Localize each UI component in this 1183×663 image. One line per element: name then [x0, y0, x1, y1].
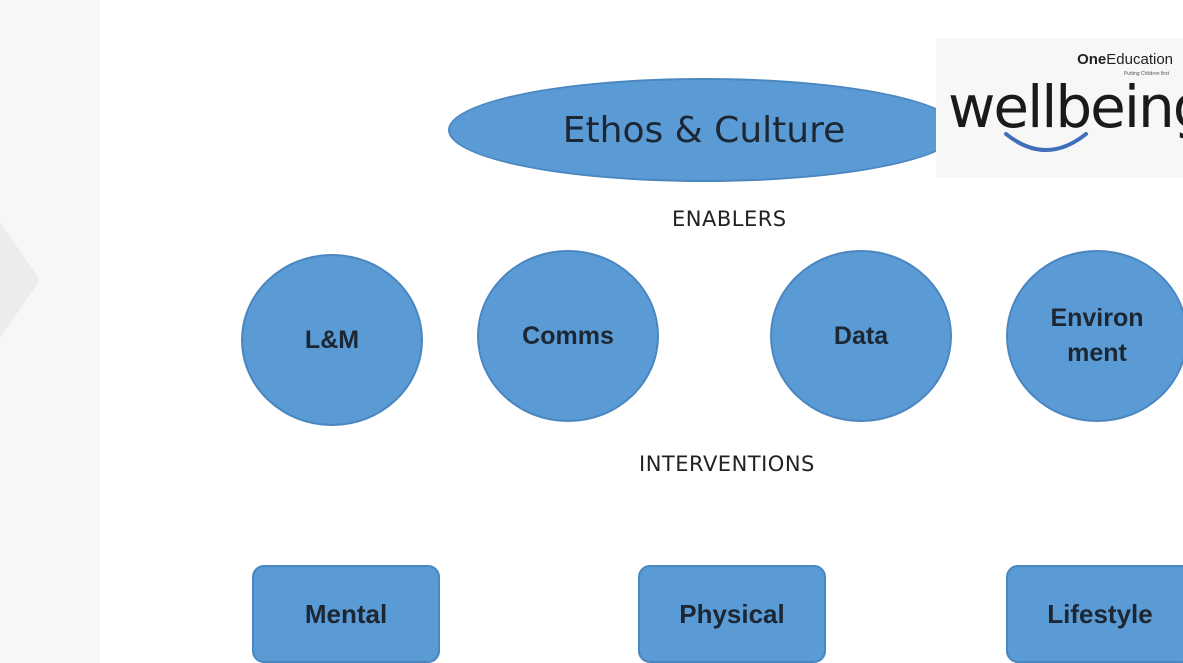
intervention-box: Mental	[252, 565, 440, 663]
enabler-label: Environ ment	[1050, 304, 1144, 367]
intervention-label: Physical	[679, 598, 785, 629]
enabler-label: Data	[833, 321, 889, 350]
intervention-label: Mental	[304, 598, 388, 629]
previous-slide-strip	[0, 0, 100, 663]
interventions-heading: INTERVENTIONS	[639, 452, 815, 476]
enabler-label: Comms	[522, 321, 614, 350]
enablers-heading: ENABLERS	[672, 207, 787, 231]
enabler-circle: Data	[770, 250, 952, 422]
enabler-circle: L&M	[241, 254, 423, 426]
enabler-circle: Comms	[477, 250, 659, 422]
logo-brand: OneEducation	[1077, 51, 1173, 68]
ethos-culture-ellipse: Ethos & Culture	[448, 78, 960, 182]
intervention-box: Physical	[638, 565, 826, 663]
intervention-label: Lifestyle	[1047, 598, 1153, 629]
enabler-circle: Environ ment	[1006, 250, 1183, 422]
wellbeing-logo: OneEducation Putting Children first well…	[936, 38, 1183, 178]
enabler-label: L&M	[304, 325, 360, 354]
chevron-right-icon	[0, 222, 40, 338]
smile-icon	[1004, 132, 1088, 152]
intervention-box: Lifestyle	[1006, 565, 1183, 663]
logo-wordmark: wellbeing	[948, 73, 1183, 141]
logo-tagline: Putting Children first	[1123, 71, 1169, 77]
ethos-culture-label: Ethos & Culture	[562, 109, 846, 151]
